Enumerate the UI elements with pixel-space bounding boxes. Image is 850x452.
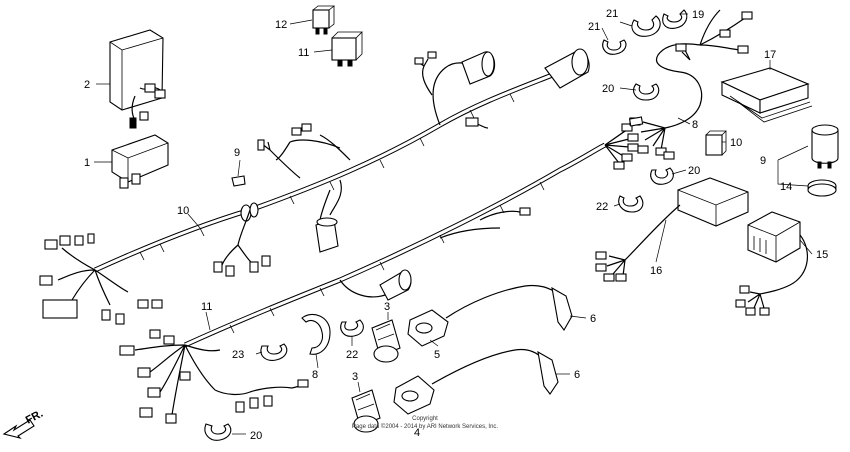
callout-12: 10: [730, 137, 742, 149]
callout-9: 11: [201, 301, 212, 313]
capacitor-part-13[interactable]: [811, 124, 839, 169]
callout-7: 9: [234, 147, 240, 159]
callout-3-lower: 3: [352, 371, 358, 383]
callout-23: 23: [232, 349, 244, 361]
callout-2: 2: [84, 79, 90, 91]
band-part-21-upper[interactable]: [631, 15, 661, 37]
copyright-title: Copyright: [412, 416, 438, 422]
band-part-20-lower[interactable]: [204, 423, 232, 441]
leader-lines: [94, 13, 813, 435]
band-part-20-right[interactable]: [650, 167, 674, 185]
band-part-20-upper[interactable]: [662, 9, 688, 29]
switch-cover-part-3-upper[interactable]: [371, 319, 401, 363]
sub-wire-harness-part-9[interactable]: [119, 117, 641, 424]
callout-16: 14: [780, 181, 792, 193]
callout-20-right: 20: [688, 165, 700, 177]
callout-15: 12: [275, 19, 287, 31]
igniter-part-18[interactable]: [595, 177, 749, 282]
callout-8: 10: [177, 205, 189, 217]
band-part-23[interactable]: [260, 343, 288, 361]
manual-part-19[interactable]: [720, 67, 813, 123]
band-part-11[interactable]: [301, 314, 331, 355]
band-part-21-left[interactable]: [602, 39, 627, 55]
copyright-text: Page data ©2004 - 2014 by ARI Network Se…: [352, 423, 498, 430]
wire-harness-part-10[interactable]: [628, 9, 753, 160]
cdi-unit-part-2[interactable]: [109, 29, 166, 129]
callout-11: 8: [312, 369, 318, 381]
callout-10: 8: [692, 119, 698, 131]
band-part-20-middle[interactable]: [633, 83, 660, 101]
callout-20-mid: 20: [602, 83, 614, 95]
callout-17: 15: [816, 249, 828, 261]
callout-20-bottom: 20: [250, 430, 262, 442]
front-label: FR.: [24, 408, 45, 427]
callout-21-top: 21: [606, 8, 618, 20]
callout-4: 4: [414, 427, 420, 439]
callout-6-upper: 6: [590, 313, 596, 325]
band-part-22-lower[interactable]: [340, 319, 364, 337]
callout-22-lower: 22: [346, 349, 358, 361]
switch-cover-part-3-lower[interactable]: [351, 389, 381, 433]
relay-part-14[interactable]: [331, 31, 363, 67]
callout-6-lower: 6: [574, 369, 580, 381]
callout-19: 17: [764, 49, 776, 61]
switch-part-4[interactable]: [393, 348, 559, 415]
regulator-part-1[interactable]: [111, 134, 169, 189]
callout-1: 1: [84, 157, 90, 169]
callout-3-upper: 3: [384, 301, 390, 313]
switch-part-5[interactable]: [407, 284, 573, 347]
band-part-22-right[interactable]: [618, 195, 644, 213]
front-arrow-icon: FR.: [2, 408, 45, 440]
callout-14: 11: [298, 47, 309, 59]
main-wire-harness-part-8[interactable]: [39, 48, 590, 325]
callout-13: 9: [760, 155, 766, 167]
callout-21-left: 21: [588, 21, 600, 33]
relay-part-15[interactable]: [312, 5, 336, 35]
connector-part-12[interactable]: [705, 130, 727, 156]
callout-22-right: 22: [596, 201, 608, 213]
clip-part-7[interactable]: [231, 175, 246, 187]
callout-18: 16: [650, 265, 662, 277]
callout-5: 5: [434, 349, 440, 361]
ignition-unit-part-17[interactable]: [735, 211, 808, 316]
callout-labels: 2 1 12 11 9 10 11 21 19 21 20 17 8 10 9 …: [84, 8, 828, 442]
callout-20-top: 19: [692, 9, 704, 21]
clamp-part-16[interactable]: [807, 179, 837, 197]
